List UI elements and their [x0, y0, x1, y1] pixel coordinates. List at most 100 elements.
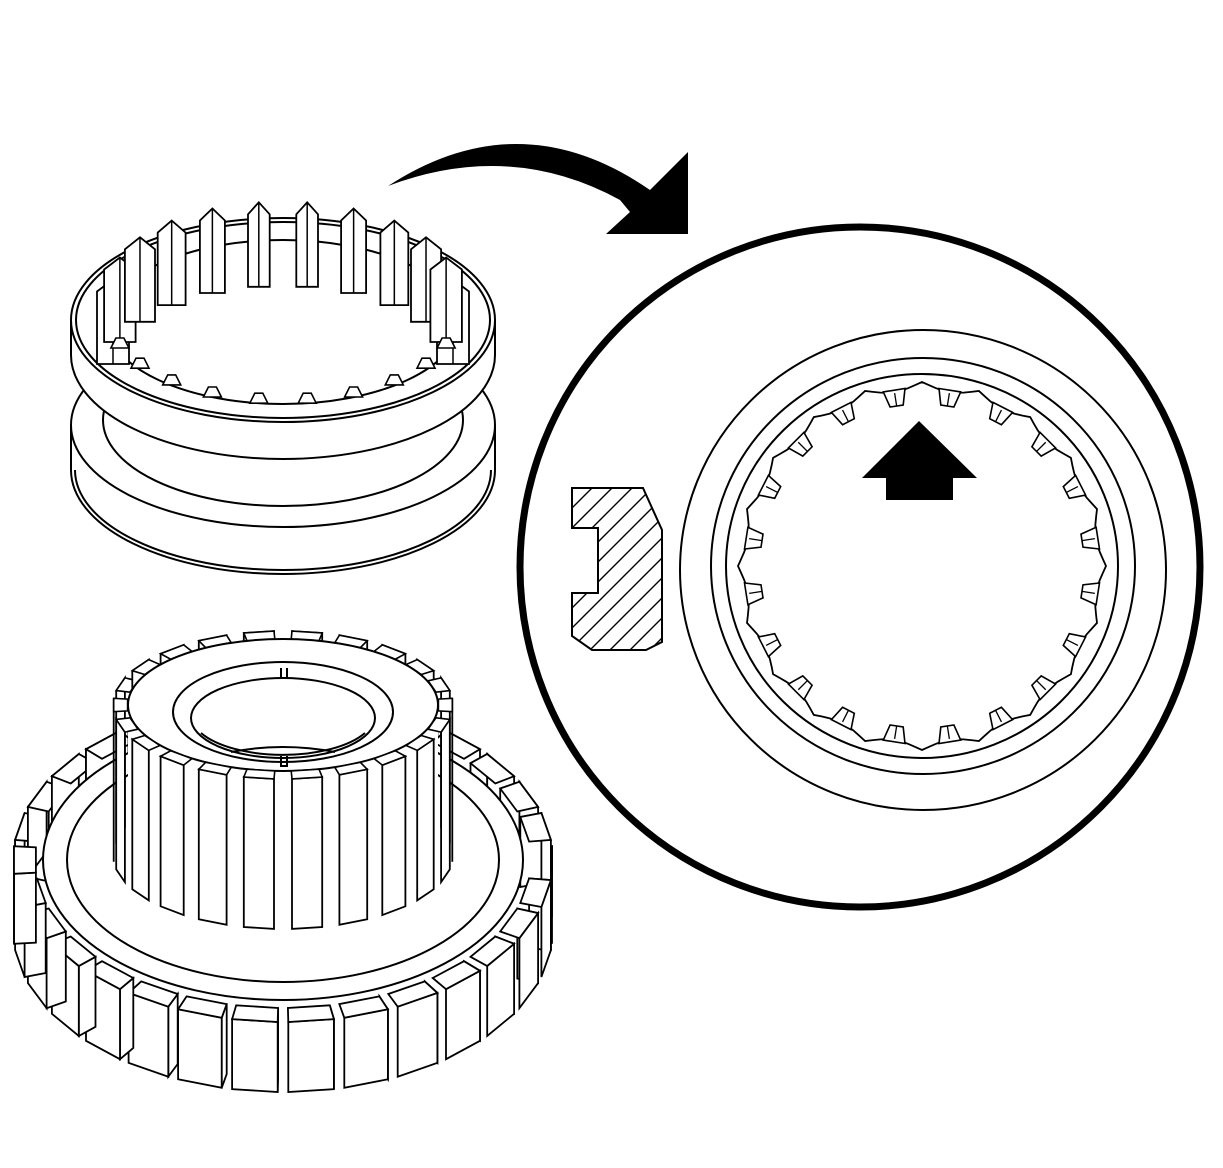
- hub-spline-top: [426, 716, 452, 733]
- detail-tooth: [882, 387, 906, 408]
- gear-hub-keyway: [280, 668, 288, 679]
- sleeve-upper-flange-top-inner: [75, 221, 491, 419]
- detail-view: [516, 223, 1204, 911]
- hub-spline-top: [372, 749, 408, 767]
- gear-hub-splines-front: [112, 697, 454, 930]
- hub-spline-top: [404, 734, 436, 752]
- gear-tooth-side: [13, 871, 37, 945]
- hub-spline-face: [242, 776, 275, 930]
- detail-tooth-edge: [1036, 680, 1047, 691]
- detail-tooth-edge: [797, 441, 808, 452]
- sleeve-spline-front: [415, 357, 437, 370]
- detail-tooth-edge: [1066, 638, 1079, 647]
- detail-tooth: [1062, 632, 1087, 658]
- gear-tooth-top: [519, 877, 553, 909]
- gear-tooth-top: [386, 980, 440, 1008]
- hub-spline-top: [114, 716, 140, 733]
- hub-spline-top: [130, 734, 162, 752]
- hub-spline-top: [112, 697, 129, 713]
- hub-spline-top: [197, 761, 233, 776]
- gear-tooth-face: [231, 1018, 279, 1093]
- hub-spline-face: [440, 716, 451, 886]
- detail-tooth-edge: [841, 710, 850, 723]
- hub-spline-face: [115, 716, 126, 886]
- detail-tooth: [938, 724, 962, 745]
- detail-tooth: [757, 632, 782, 658]
- detail-middle-ring: [710, 357, 1136, 775]
- sleeve-internal-splines: [96, 200, 470, 405]
- gear-tooth-side: [167, 991, 179, 1080]
- gear-tooth-side: [119, 976, 135, 1062]
- hub-spline-top: [242, 768, 276, 780]
- hub-spline-face: [131, 737, 150, 903]
- sleeve-spline-front: [343, 386, 364, 398]
- sleeve-spline-front: [129, 357, 151, 370]
- detail-tooth-edge: [765, 638, 778, 647]
- hub-spline-top: [333, 761, 369, 776]
- detail-tooth-edge: [1081, 590, 1095, 595]
- sleeve-spline-front: [109, 337, 131, 349]
- gear-tooth-top: [498, 780, 540, 813]
- detail-tooth-edge: [749, 537, 763, 542]
- gear-hub: [112, 630, 454, 930]
- callout-arrow: [388, 143, 688, 234]
- detail-direction-arrow: [862, 421, 977, 500]
- gear-tooth-top: [286, 1004, 336, 1023]
- gear-tooth-face: [287, 1018, 335, 1093]
- detail-tooth-edge: [841, 409, 850, 422]
- detail-tooth: [743, 526, 764, 550]
- detail-tooth-edge: [893, 725, 898, 739]
- gear-hub-bore-lip: [200, 732, 366, 756]
- sleeve-spline-front: [161, 374, 182, 386]
- detail-tooth: [988, 706, 1014, 731]
- sleeve-spline-front: [296, 392, 318, 405]
- detail-tooth: [830, 706, 856, 731]
- hub-spline-face: [338, 768, 369, 926]
- gear-tooth-side: [77, 955, 97, 1038]
- gear-tooth-top: [519, 811, 553, 843]
- gear-hub-bore-floor: [230, 746, 336, 753]
- detail-outer-ring: [679, 329, 1167, 811]
- gear-tooth-top: [230, 1004, 280, 1023]
- hub-spline-top: [437, 697, 454, 713]
- gear-tooth-top: [338, 995, 390, 1019]
- detail-tooth: [830, 401, 856, 426]
- gear-tooth-face: [343, 1008, 389, 1089]
- detail-tooth-edge: [946, 725, 951, 739]
- detail-tooth: [757, 474, 782, 500]
- detail-tooth: [938, 387, 962, 408]
- hub-spline-face: [197, 768, 228, 926]
- detail-tooth: [743, 582, 764, 606]
- hub-spline-face: [381, 754, 407, 917]
- gear-tooth-top: [498, 907, 540, 940]
- detail-tooth-edge: [765, 485, 778, 494]
- gear: [13, 630, 553, 1093]
- detail-tooth: [1080, 582, 1101, 606]
- gear-hub-keyway-bottom: [280, 756, 288, 767]
- detail-tooth-edge: [1066, 485, 1079, 494]
- detail-tooth-edge: [893, 393, 898, 407]
- detail-tooth-edge: [994, 409, 1003, 422]
- sleeve-spline-front: [384, 374, 405, 386]
- gear-tooth-top: [468, 752, 516, 785]
- hub-spline-face: [291, 776, 324, 930]
- detail-tooth-edge: [797, 680, 808, 691]
- sleeve-spline-front: [435, 337, 457, 349]
- detail-section-profile: [571, 487, 663, 651]
- hub-spline-face: [159, 754, 185, 917]
- sliding-sleeve: [70, 200, 496, 575]
- sleeve-spline-front: [248, 392, 270, 405]
- detail-tooth-edge: [749, 590, 763, 595]
- hub-spline-face: [416, 737, 435, 903]
- hub-spline-top: [290, 768, 324, 780]
- hub-spline-top: [158, 749, 194, 767]
- gear-tooth-face: [177, 1008, 223, 1089]
- detail-tooth: [1062, 474, 1087, 500]
- detail-tooth-edge: [1081, 537, 1095, 542]
- detail-tooth: [1080, 526, 1101, 550]
- gear-tooth-top: [431, 960, 482, 991]
- sleeve-spline-front: [202, 386, 223, 398]
- detail-tooth-edge: [1036, 441, 1047, 452]
